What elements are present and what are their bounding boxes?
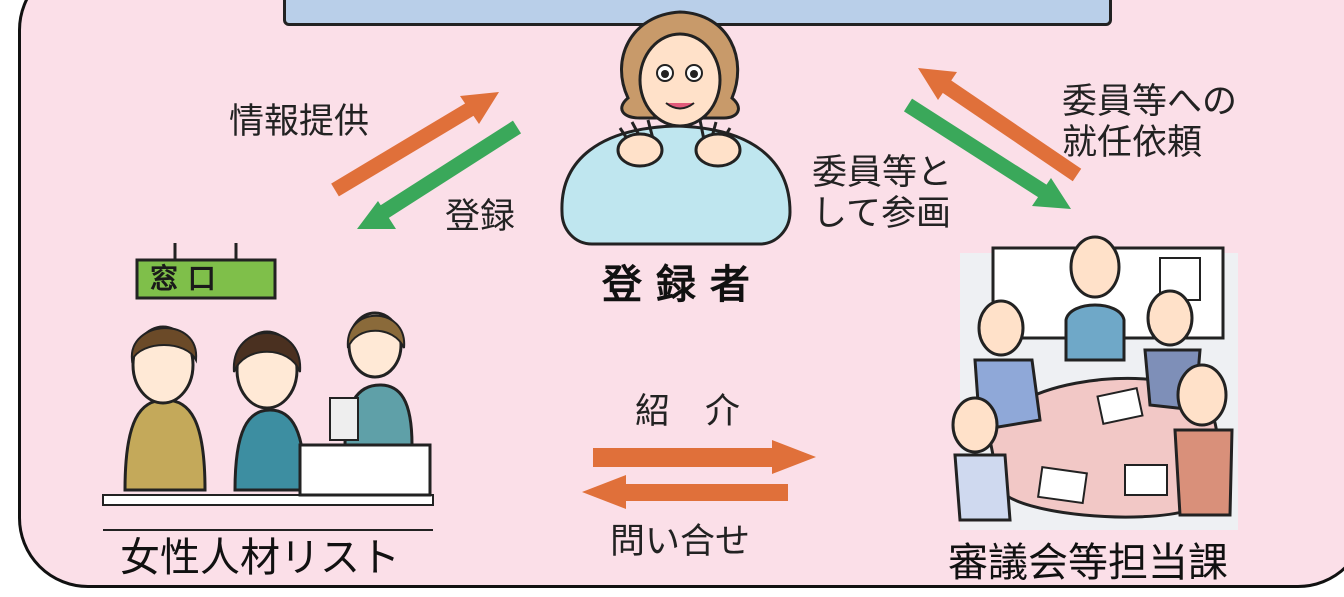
inquiry-label: 問い合せ [610,522,751,562]
women-list-label: 女性人材リスト [120,535,400,581]
meeting-illustration [951,235,1238,530]
arrow-info-provision [331,92,499,197]
arrow-inquiry [582,475,788,509]
introduction-label: 紹 介 [635,392,741,432]
registration-label: 登録 [445,197,516,237]
registrant-illustration [560,10,792,246]
info-provision-label: 情報提供 [229,102,370,142]
arrow-introduction [593,440,816,474]
arrow-appointment-request [918,68,1082,182]
window-sign-label: 窓 口 [150,262,216,295]
council-section-label: 審議会等担当課 [948,540,1228,586]
arrow-participation [903,98,1071,209]
appointment-request-label: 委員等への 就任依頼 [1062,82,1238,164]
arrow-registration [357,120,522,229]
registrant-label: 登 録 者 [602,262,750,308]
participation-label: 委員等と して参画 [812,153,953,235]
window-staff-illustration [102,311,434,531]
window-sign [135,243,277,300]
